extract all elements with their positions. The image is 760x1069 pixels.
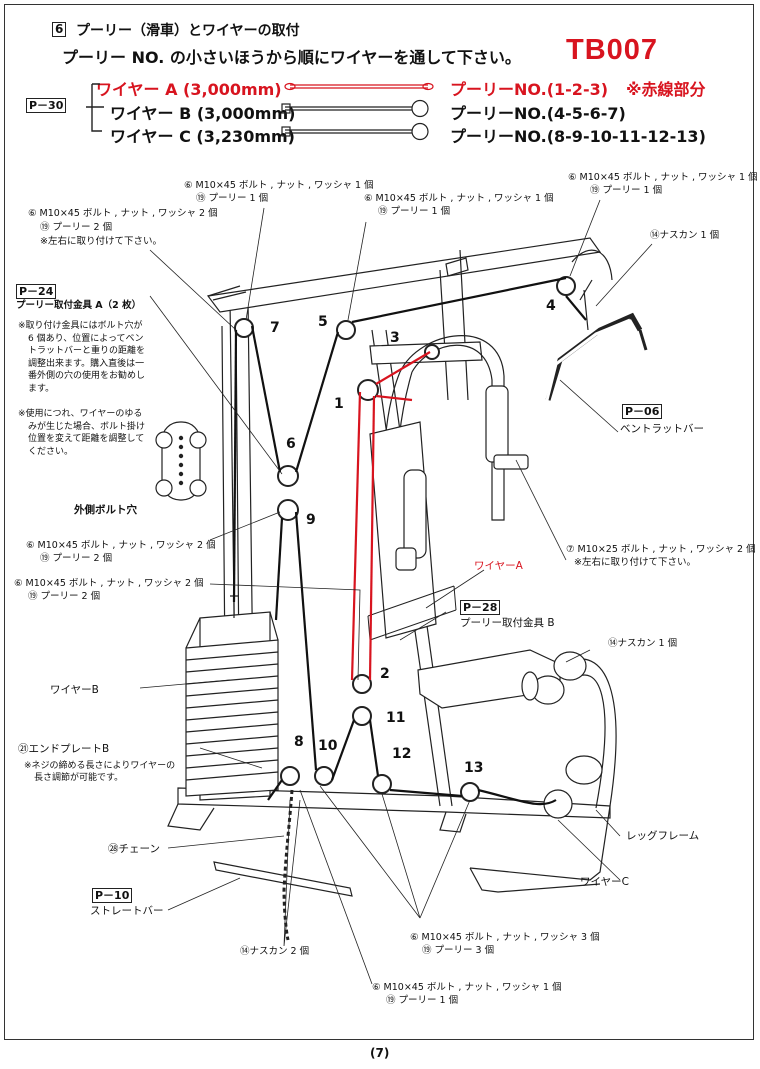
callout-pulley7-bolt: ⑥ M10×45 ボルト , ナット , ワッシャ 1 個 <box>184 180 374 191</box>
wire-a-label: ワイヤー A (3,000mm) <box>96 80 282 99</box>
pulley-number-9: 9 <box>306 512 316 528</box>
wire-a-icon <box>284 82 434 91</box>
callout-top-bolt: ⑥ M10×45 ボルト , ナット , ワッシャ 2 個 <box>28 208 218 219</box>
callout-pulley5-bolt: ⑥ M10×45 ボルト , ナット , ワッシャ 1 個 <box>364 193 554 204</box>
callout-pulley69-pulley: ⑲ プーリー 2 個 <box>40 553 113 564</box>
pulley-number-4: 4 <box>546 298 556 314</box>
page-number: (7) <box>370 1046 390 1060</box>
chain-label: ㉘チェーン <box>108 843 160 855</box>
end-plate-label: ㉑エンドプレートB <box>18 743 110 755</box>
step-number: 6 <box>52 22 67 37</box>
wire-b-route: プーリーNO.(4-5-6-7) <box>450 104 626 123</box>
outer-bolt-hole-label: 外側ボルト穴 <box>74 504 137 516</box>
part-ref-p30: P－30 <box>26 98 67 113</box>
pulley-number-6: 6 <box>286 436 296 452</box>
pulley-number-12: 12 <box>392 746 412 762</box>
p24-note-2: ※使用につれ、ワイヤーのゆるみが生じた場合、ボルト掛け位置を変えて距離を調整して… <box>18 409 146 457</box>
callout-snap-hook-bottom: ⑭ナスカン 2 個 <box>240 946 310 957</box>
model-number: TB007 <box>566 34 659 66</box>
callout-top-pulley: ⑲ プーリー 2 個 <box>40 222 113 233</box>
pulley-number-5: 5 <box>318 314 328 330</box>
callout-pulley2-pulley: ⑲ プーリー 2 個 <box>28 591 101 602</box>
callout-bottom-bolt: ⑥ M10×45 ボルト , ナット , ワッシャ 3 個 <box>410 932 600 943</box>
p24-title: プーリー取付金具 A（2 枚） <box>16 300 142 311</box>
pulley-number-11: 11 <box>386 710 406 726</box>
pulley-number-2: 2 <box>380 666 390 682</box>
callout-pulley8-pulley: ⑲ プーリー 1 個 <box>386 995 459 1006</box>
wire-b-label: ワイヤー B (3,000mm) <box>110 104 296 123</box>
end-plate-note: ※ネジの締める長さによりワイヤーの長さ調節が可能です。 <box>24 761 176 783</box>
callout-pulley4-pulley: ⑲ プーリー 1 個 <box>590 185 663 196</box>
step-title: プーリー（滑車）とワイヤーの取付 <box>76 23 300 39</box>
callout-press-bolt: ⑦ M10×25 ボルト , ナット , ワッシャ 2 個 <box>566 544 756 555</box>
part-ref-p24: P－24 <box>16 284 57 299</box>
callout-snap-hook-top: ⑭ナスカン 1 個 <box>650 230 720 241</box>
leg-frame-label: レッグフレーム <box>626 830 700 842</box>
wire-a-route: プーリーNO.(1-2-3) <box>450 80 609 99</box>
callout-pulley4-bolt: ⑥ M10×45 ボルト , ナット , ワッシャ 1 個 <box>568 172 758 183</box>
wire-c-route: プーリーNO.(8-9-10-11-12-13) <box>450 127 706 146</box>
wire-c-icon <box>281 122 429 141</box>
p28-name: プーリー取付金具 B <box>460 617 555 629</box>
part-ref-p10: P－10 <box>92 888 133 903</box>
callout-pulley7-pulley: ⑲ プーリー 1 個 <box>196 193 269 204</box>
callout-bottom-pulley: ⑲ プーリー 3 個 <box>422 945 495 956</box>
pulley-number-13: 13 <box>464 760 484 776</box>
pulley-number-7: 7 <box>270 320 280 336</box>
callout-pulley2-bolt: ⑥ M10×45 ボルト , ナット , ワッシャ 2 個 <box>14 578 204 589</box>
pulley-number-1: 1 <box>334 396 344 412</box>
weight-stack <box>185 595 279 801</box>
page-frame <box>4 4 754 1040</box>
wire-a-diagram-label: ワイヤーA <box>474 560 523 572</box>
callout-pulley5-pulley: ⑲ プーリー 1 個 <box>378 206 451 217</box>
red-line-note: ※赤線部分 <box>626 80 706 99</box>
callout-pulley69-bolt: ⑥ M10×45 ボルト , ナット , ワッシャ 2 個 <box>26 540 216 551</box>
wire-b-icon <box>281 99 429 118</box>
pulley-number-10: 10 <box>318 738 338 754</box>
part-ref-p06: P－06 <box>622 404 663 419</box>
pulley-number-3: 3 <box>390 330 400 346</box>
callout-press-note: ※左右に取り付けて下さい。 <box>574 557 696 568</box>
callout-snap-hook-leg: ⑭ナスカン 1 個 <box>608 638 678 649</box>
wire-c-label: ワイヤー C (3,230mm) <box>110 127 295 146</box>
wire-b-diagram-label: ワイヤーB <box>50 684 99 696</box>
instruction: プーリー NO. の小さいほうから順にワイヤーを通して下さい。 <box>62 48 521 67</box>
pulley-number-8: 8 <box>294 734 304 750</box>
straight-bar-label: ストレートバー <box>90 905 164 917</box>
wire-c-diagram-label: ワイヤーC <box>580 876 630 888</box>
part-ref-p28: P－28 <box>460 600 501 615</box>
callout-top-note: ※左右に取り付けて下さい。 <box>40 236 162 247</box>
lat-bar-label: ベントラットバー <box>620 423 704 435</box>
wire-a-route <box>350 351 431 681</box>
callout-pulley8-bolt: ⑥ M10×45 ボルト , ナット , ワッシャ 1 個 <box>372 982 562 993</box>
